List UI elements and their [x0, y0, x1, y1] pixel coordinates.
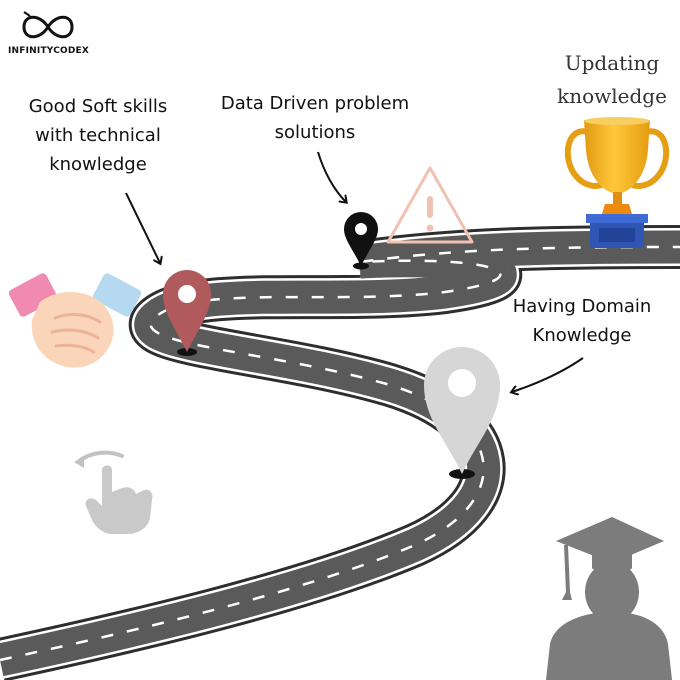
- warning-icon: [386, 166, 474, 244]
- handshake-icon: [8, 273, 142, 368]
- arrow-soft-skills: [125, 192, 160, 263]
- label-line: Knowledge: [532, 325, 632, 346]
- graduate-icon: [546, 517, 672, 680]
- arrow-data-driven: [317, 151, 346, 202]
- label-domain-knowledge: Having Domain Knowledge: [492, 292, 672, 350]
- infinity-logo-icon: [22, 11, 74, 39]
- label-line: Updating: [564, 51, 660, 75]
- label-soft-skills: Good Soft skills with technical knowledg…: [18, 92, 178, 179]
- label-line: Data Driven problem: [220, 93, 410, 114]
- label-line: knowledge: [557, 84, 667, 108]
- label-updating-knowledge: Updating knowledge: [548, 47, 676, 113]
- pin-domain: [424, 347, 500, 479]
- label-data-driven: Data Driven problem solutions: [200, 89, 430, 147]
- swipe-hand-icon: [74, 450, 153, 534]
- label-line: with technical: [35, 125, 161, 146]
- label-line: knowledge: [49, 154, 147, 175]
- label-line: Having Domain: [512, 296, 652, 317]
- label-line: solutions: [274, 122, 356, 143]
- label-line: Good Soft skills: [28, 96, 168, 117]
- pin-soft-skills: [163, 270, 211, 356]
- arrow-domain: [512, 357, 584, 392]
- logo-text: INFINITYCODEX: [8, 46, 90, 56]
- trophy-icon: [565, 117, 669, 248]
- pin-data-driven: [344, 212, 378, 270]
